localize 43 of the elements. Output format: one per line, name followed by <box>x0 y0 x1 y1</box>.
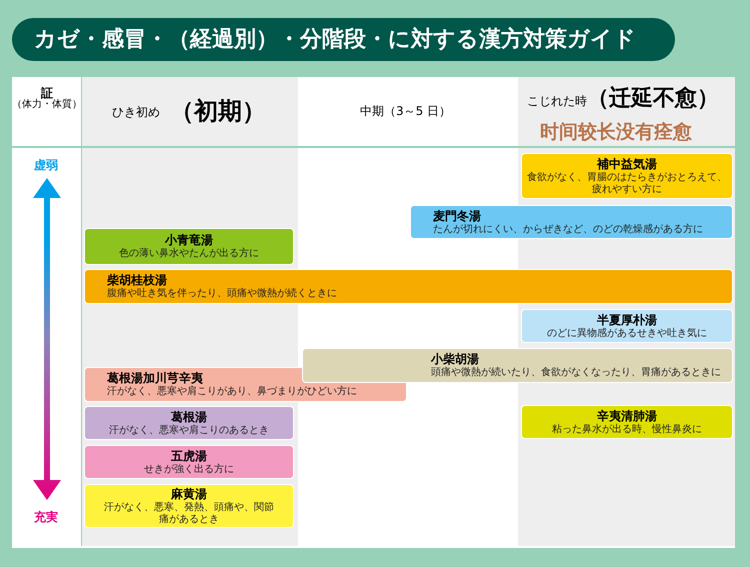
remedy-description: せきが強く出る方に <box>144 464 234 476</box>
remedy-description: 色の薄い鼻水やたんが出る方に <box>119 248 259 260</box>
remedy-box <box>84 269 733 304</box>
remedy-description: 頭痛や微熱が続いたり、食欲がなくなったり、胃痛があるときに <box>431 367 721 379</box>
remedy-description: 汗がなく、悪寒や肩こりがあり、鼻づまりがひどい方に <box>107 386 357 398</box>
remedy-description: のどに異物感があるせきや吐き気に <box>547 328 707 340</box>
remedy-description: たんが切れにくい、からぜきなど、のどの乾燥感がある方に <box>433 224 703 236</box>
remedy-name: 小柴胡湯 <box>431 352 479 366</box>
column-header: （初期） <box>170 96 266 127</box>
column-header: （迁延不愈） <box>587 85 719 113</box>
remedy-name: 辛夷清肺湯 <box>597 408 657 424</box>
column-header: 中期（3～5 日） <box>360 103 452 120</box>
remedy-name: 葛根湯 <box>171 410 207 424</box>
remedy-description: 汗がなく、悪寒や肩こりのあるとき <box>109 424 269 436</box>
axis-label: 虚弱 <box>33 157 59 174</box>
remedy-box <box>84 445 294 479</box>
remedy-description: 汗がなく、悪寒、発熱、頭痛や、関節痛があるとき <box>104 502 274 526</box>
remedy-box <box>84 228 294 265</box>
column-header: （体力・体質） <box>12 99 82 110</box>
remedy-name: 葛根湯加川芎辛夷 <box>107 371 203 386</box>
remedy-box <box>521 405 733 439</box>
remedy-name: 麻黄湯 <box>171 486 207 502</box>
axis-label: 充実 <box>33 509 59 526</box>
remedy-description: 食欲がなく、胃腸のはたらきがおとろえて、疲れやすい方に <box>526 172 728 196</box>
remedy-description: 粘った鼻水が出る時、慢性鼻炎に <box>552 424 702 436</box>
remedy-box <box>302 348 733 383</box>
column-header: 时间较长没有痊愈 <box>540 120 692 145</box>
remedy-box <box>521 309 733 343</box>
remedy-name: 五虎湯 <box>171 448 207 464</box>
remedy-box <box>84 484 294 528</box>
remedy-box <box>84 406 294 440</box>
remedy-description: 腹痛や吐き気を伴ったり、頭痛や微熱が続くときに <box>107 288 337 300</box>
row-header: 証 <box>40 85 53 100</box>
title-banner: カゼ・感冒・（経過別）・分階段・に対する漢方対策ガイド <box>12 18 675 61</box>
remedy-name: 麦門冬湯 <box>433 208 481 224</box>
remedy-name: 半夏厚朴湯 <box>597 312 657 328</box>
remedy-box <box>521 153 733 199</box>
column-header: こじれた時 <box>527 93 587 110</box>
remedy-name: 柴胡桂枝湯 <box>107 273 167 288</box>
column-header: ひき初め <box>112 104 160 121</box>
remedy-name: 補中益気湯 <box>597 156 657 172</box>
remedy-name: 小青竜湯 <box>165 233 213 248</box>
remedy-box <box>410 205 733 239</box>
